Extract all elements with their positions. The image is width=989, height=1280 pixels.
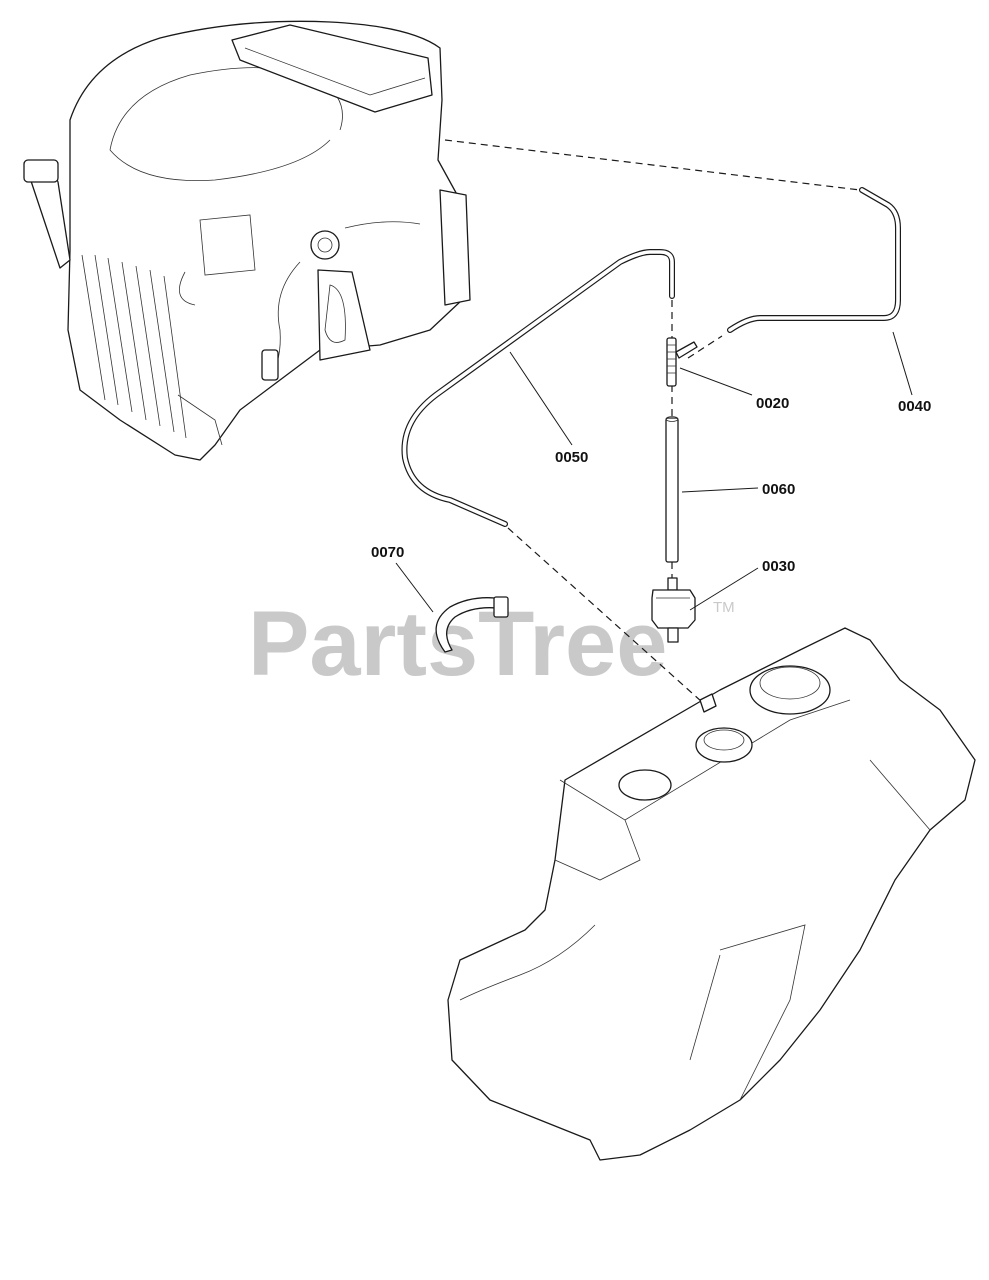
callout-0050: 0050: [555, 449, 588, 466]
engine: [23, 20, 471, 461]
callout-0020: 0020: [756, 395, 789, 412]
callout-0060: 0060: [762, 481, 795, 498]
fuel-tank: [447, 627, 976, 1161]
fuel-filter-0030: [651, 577, 696, 643]
fitting-0020: [666, 337, 698, 387]
watermark-trademark: TM: [713, 599, 735, 616]
callout-0070: 0070: [371, 544, 404, 561]
strap-0070: [435, 596, 509, 653]
hose-0060: [665, 416, 679, 563]
hose-0040: [727, 187, 901, 333]
leader-lines: [395, 331, 913, 613]
assembly-lines: [444, 139, 861, 703]
hose-0050: [401, 249, 675, 527]
callout-0040: 0040: [898, 398, 931, 415]
callout-labels: 0020 0040 0050 0060 0030 0070: [371, 395, 931, 575]
callout-0030: 0030: [762, 558, 795, 575]
